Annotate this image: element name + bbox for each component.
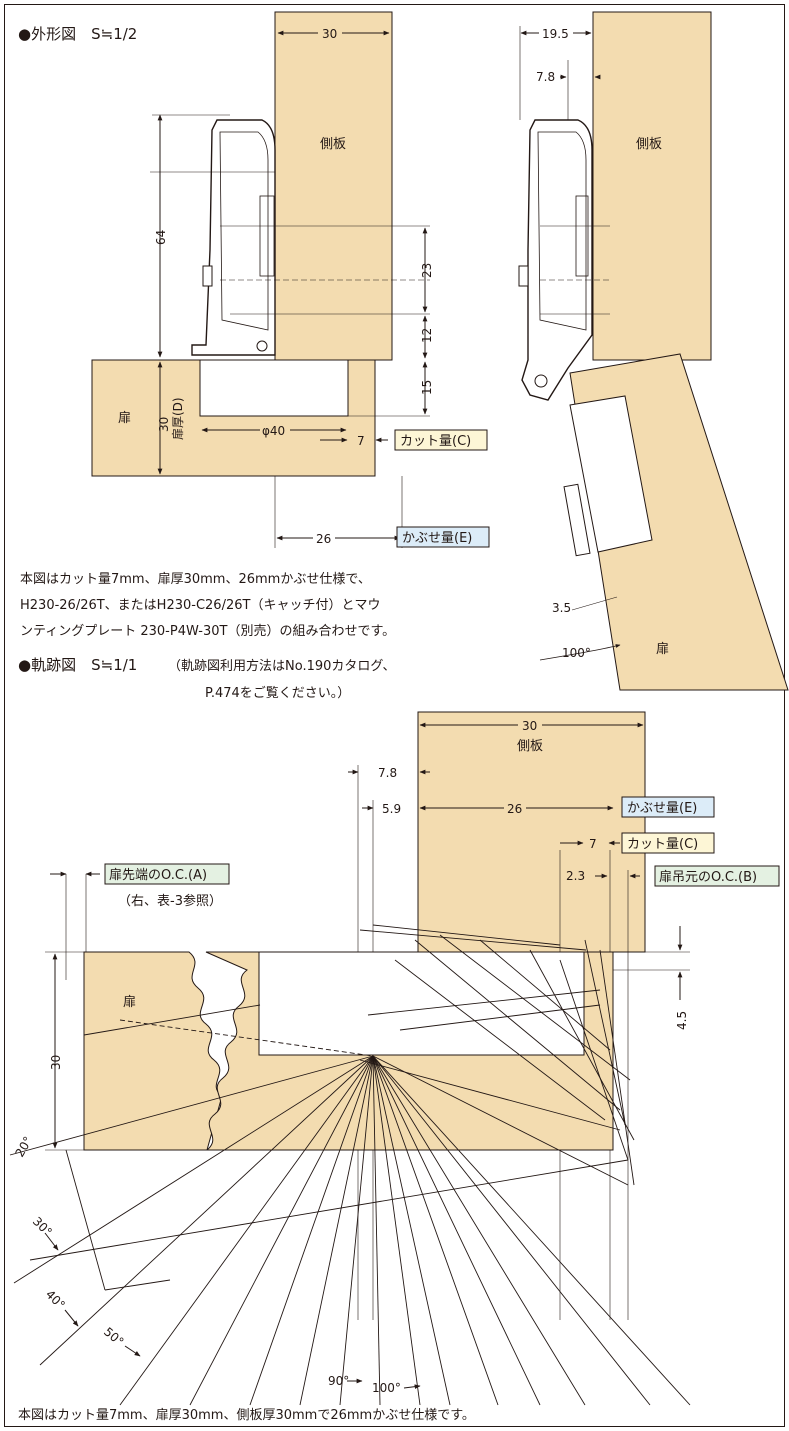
dim-23: 23: [420, 263, 434, 278]
dim-door-30: 30: [49, 1055, 63, 1070]
hinge-arm-left: [191, 119, 276, 356]
door-label-left: 扉: [118, 410, 131, 426]
angle-100-trajectory: 100°: [372, 1381, 401, 1395]
dim-12: 12: [420, 328, 434, 343]
overlay-label-box: [396, 526, 490, 548]
overlay-label-2: かぶせ量(E): [627, 801, 697, 816]
side-panel-right: [592, 11, 712, 361]
dim-15: 15: [420, 380, 434, 395]
door-trajectory: [83, 951, 223, 1151]
side-panel-label-right: 側板: [636, 137, 662, 152]
trajectory-heading: ●軌跡図 S≒1/1: [18, 656, 137, 674]
dim-offset-78: 7.8: [536, 70, 555, 84]
overlay-label: かぶせ量(E): [402, 531, 472, 546]
oc-b-label-box: [654, 865, 780, 887]
angle-50: 50°: [101, 1325, 126, 1349]
angle-20: 20°: [12, 1134, 35, 1159]
section-trajectory-drawing: ●軌跡図 S≒1/1 （軌跡図利用方法はNo.190カタログ、 P.474をご覧…: [9, 656, 780, 1423]
side-panel-trajectory: [417, 711, 646, 953]
dim-64: 64: [154, 230, 168, 245]
dim-26: 26: [507, 802, 522, 816]
oc-a-label-box: [104, 863, 230, 885]
dim-offset-top: 19.5: [542, 27, 569, 41]
section-outline-drawing: ●外形図 S≒1/2 側板 30 扉 64 23 12 15 30 扉: [18, 11, 789, 691]
note-line-1: 本図はカット量7mm、扉厚30mm、26mmかぶせ仕様で、: [20, 571, 371, 587]
dim-35: 3.5: [552, 601, 571, 615]
angle-100: 100°: [562, 646, 591, 660]
dim-overlay: 26: [316, 532, 331, 546]
oc-a-note: （右、表-3参照）: [118, 893, 222, 909]
note-line-3: ンティングプレート 230-P4W-30T（別売）の組み合わせです。: [20, 623, 395, 639]
trajectory-heading-note-1: （軌跡図利用方法はNo.190カタログ、: [168, 658, 396, 674]
cup-hole-left: [199, 359, 349, 417]
angle-90: 90°: [328, 1374, 349, 1388]
angle-30: 30°: [30, 1214, 55, 1239]
trajectory-heading-note-2: P.474をご覧ください。）: [205, 685, 350, 701]
footer-note: 本図はカット量7mm、扉厚30mm、側板厚30mmで26mmかぶせ仕様です。: [18, 1407, 475, 1423]
dim-door-thickness: 30: [157, 417, 171, 432]
angle-40: 40°: [43, 1287, 68, 1312]
cut-label: カット量(C): [400, 434, 471, 449]
dim-cut: 7: [357, 434, 365, 448]
cut-label-2: カット量(C): [627, 837, 698, 852]
dim-cup: φ40: [262, 424, 285, 438]
dim-78: 7.8: [378, 766, 397, 780]
door-thickness-label: 扉厚(D): [171, 397, 185, 440]
dim-23: 2.3: [566, 869, 585, 883]
hinge-arm-right: [521, 119, 593, 401]
note-line-2: H230-26/26T、またはH230-C26/26T（キャッチ付）とマウ: [20, 598, 380, 613]
door-label-right: 扉: [656, 641, 669, 657]
dim-45: 4.5: [675, 1011, 689, 1030]
cut-label-box: [394, 429, 488, 451]
oc-a-label: 扉先端のO.C.(A): [109, 867, 207, 883]
dim-7: 7: [589, 837, 597, 851]
outline-heading: ●外形図 S≒1/2: [18, 25, 137, 43]
dim-panel-30: 30: [522, 719, 537, 733]
cut-label-box-2: [621, 832, 715, 854]
overlay-label-box-2: [621, 796, 715, 818]
trajectory-sweep-lines: [9, 924, 691, 1406]
side-panel-left: [274, 11, 393, 361]
dim-59: 5.9: [382, 802, 401, 816]
dim-panel-thickness: 30: [322, 27, 337, 41]
oc-b-label: 扉吊元のO.C.(B): [659, 869, 757, 885]
side-panel-label-trajectory: 側板: [517, 739, 543, 754]
cup-hole-right: [569, 395, 653, 553]
door-label-trajectory: 扉: [123, 994, 136, 1010]
figure-border: [4, 4, 785, 1427]
side-panel-label-left: 側板: [320, 137, 346, 152]
